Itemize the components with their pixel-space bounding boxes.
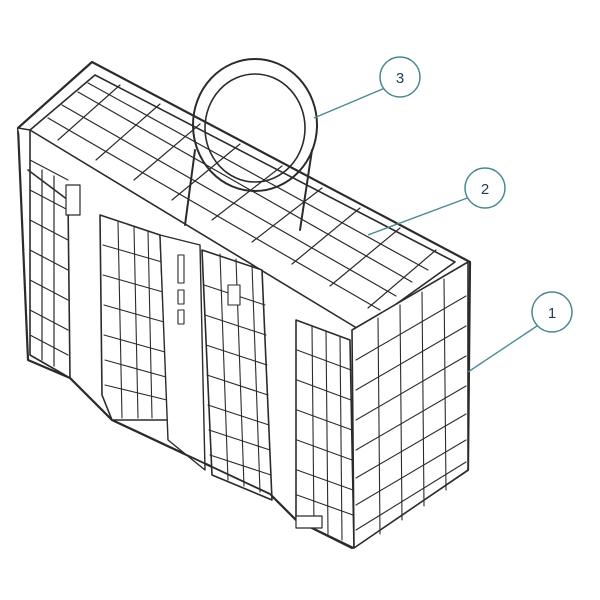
- carry-handle: [184, 58, 318, 231]
- left-end-grid: [29, 159, 69, 367]
- compartment-panel-c: [295, 319, 355, 549]
- basket-body: [16, 60, 472, 550]
- callout-2-circle: [464, 167, 506, 209]
- panel-b-tab: [227, 284, 241, 306]
- handle-left-stem: [184, 149, 196, 226]
- callout-1-leader: [467, 325, 538, 373]
- handle-inner-ring: [204, 73, 306, 183]
- callout-2: 2: [367, 167, 506, 236]
- right-end-grid: [355, 278, 467, 535]
- callout-3-label: 3: [396, 70, 404, 87]
- left-clip: [65, 184, 81, 216]
- center-slot-1: [177, 254, 185, 284]
- handle-outer-ring: [192, 58, 318, 192]
- callout-3-circle: [379, 56, 421, 98]
- right-end-panel: [351, 261, 469, 549]
- panel-a-grid: [102, 221, 168, 419]
- callout-2-label: 2: [481, 181, 489, 198]
- callout-2-leader: [367, 196, 471, 236]
- compartment-panel-b: [201, 249, 273, 501]
- bottom-rim: [69, 377, 297, 521]
- callout-1-label: 1: [548, 305, 556, 322]
- top-grid: [47, 82, 437, 311]
- handle-right-stem: [299, 149, 313, 231]
- bottom-foot: [295, 515, 323, 529]
- callout-1: 1: [467, 291, 573, 373]
- panel-c-grid: [296, 325, 354, 541]
- center-slot-3: [177, 309, 185, 325]
- top-rim: [29, 74, 456, 331]
- center-divider: [159, 234, 206, 471]
- callout-3: 3: [313, 56, 421, 119]
- callout-1-circle: [531, 291, 573, 333]
- callout-3-leader: [313, 87, 386, 119]
- center-slot-2: [177, 289, 185, 305]
